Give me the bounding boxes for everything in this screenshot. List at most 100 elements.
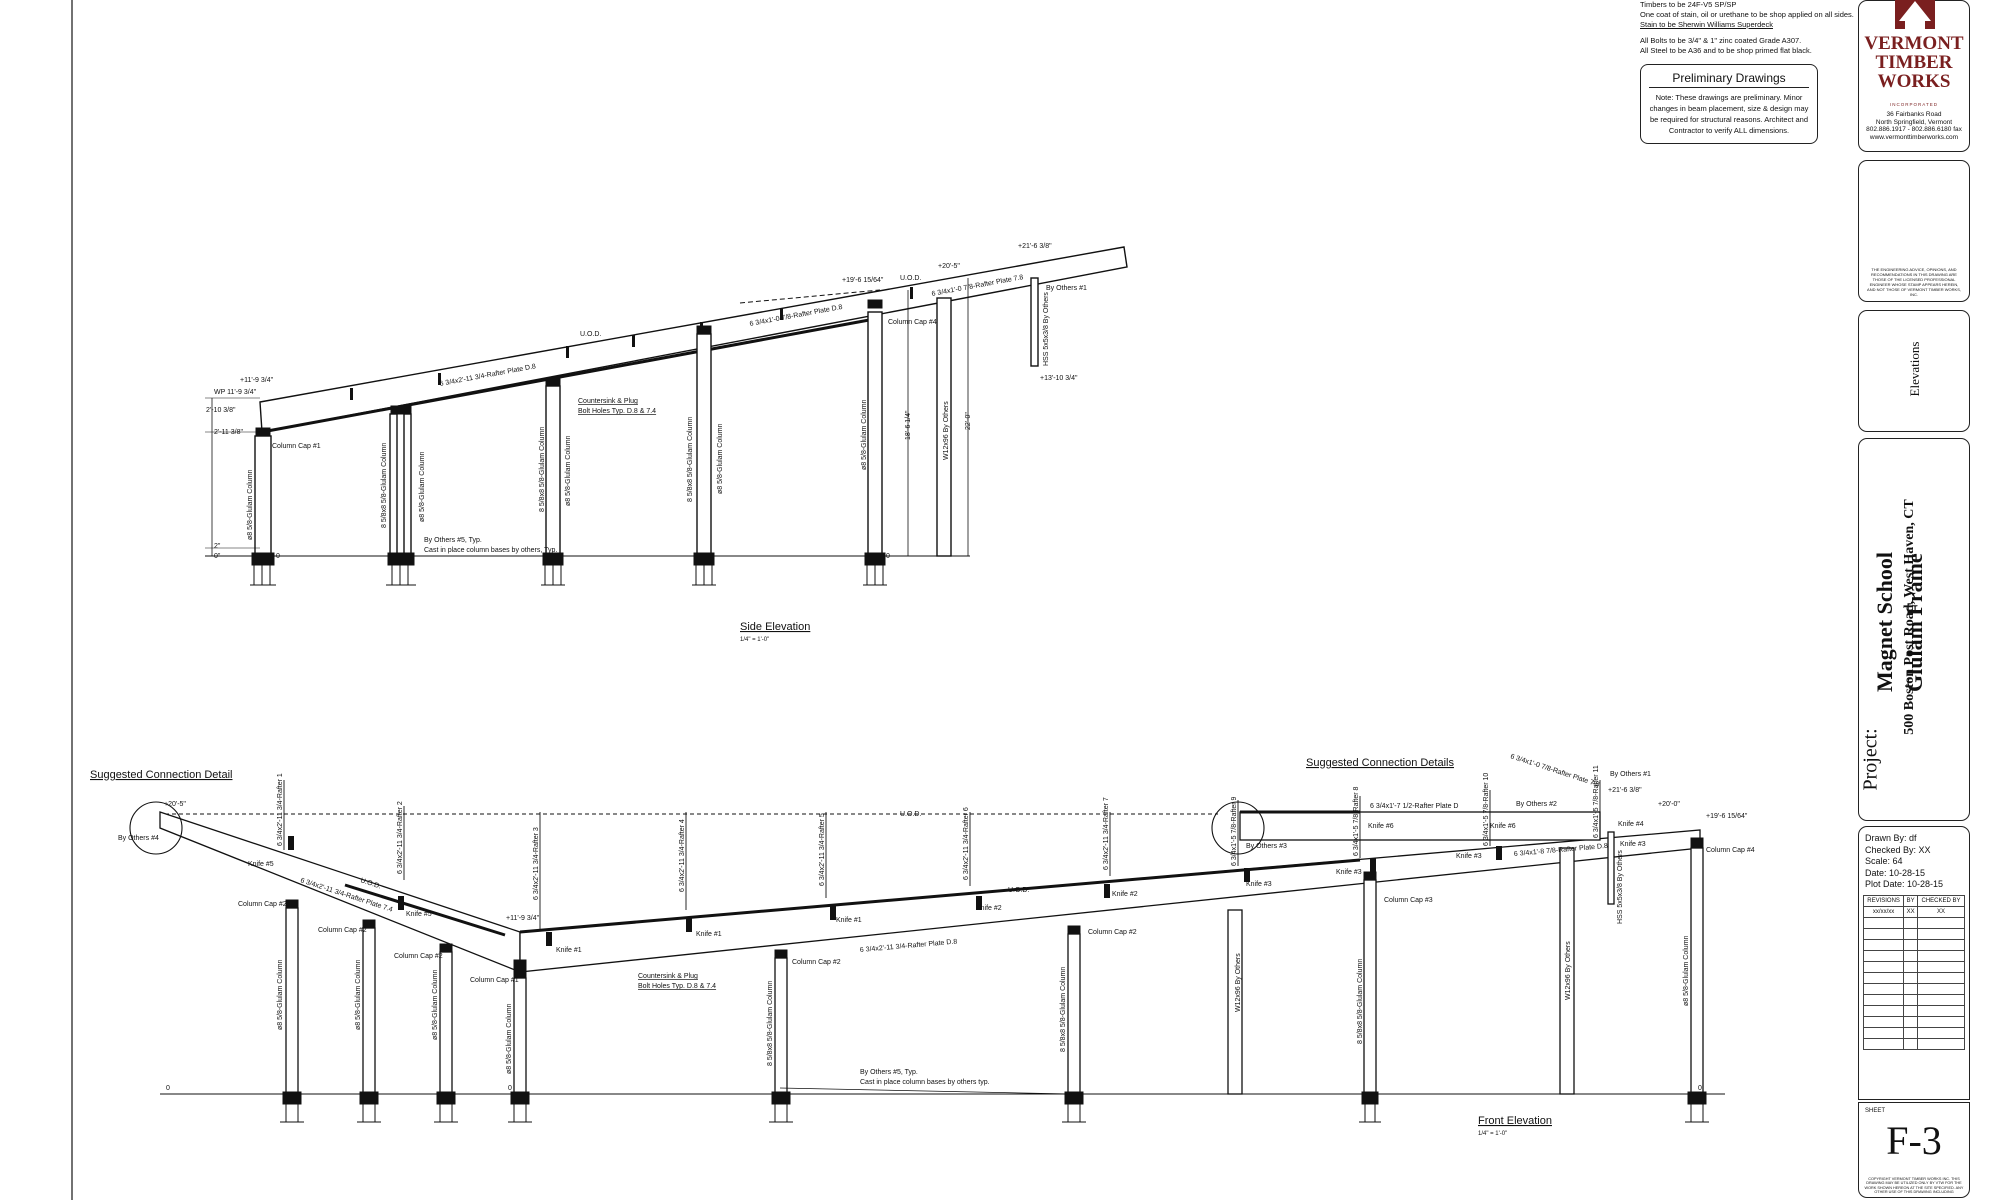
front-label-knife4: Knife #4 [1618,821,1644,828]
side-label-byothers1: By Others #1 [1046,285,1087,292]
note-line-5: All Steel to be A36 and to be shop prime… [1640,46,1812,55]
front-bolt-dots [288,836,1502,946]
front-label-col-5: 8 5/8x8 5/8-Glulam Column [767,981,774,1066]
copyright-note: COPYRIGHT VERMONT TIMBER WORKS INC. THIS… [1864,1176,1964,1195]
front-label-cap1: Column Cap #1 [470,977,519,984]
side-label-v1: 18'-6 1/4" [905,410,912,440]
title-block-sheet: SHEET F-3 COPYRIGHT VERMONT TIMBER WORKS… [1858,1102,1970,1198]
side-label-col2a: 8 5/8x8 5/8-Glulam Column [381,443,388,528]
front-label-w12-a: W12x96 By Others [1235,953,1242,1012]
company-logo-icon [1895,0,1935,29]
front-label-knife3d: Knife #3 [1620,841,1646,848]
title-block-stamp: THE ENGINEERING ADVICE, OPINIONS, AND RE… [1858,160,1970,302]
preliminary-note: Note: These drawings are preliminary. Mi… [1649,93,1809,135]
side-column-3 [545,385,561,557]
side-label-col1: ø8 5/8-Glulam Column [247,469,254,540]
side-column-hss [1030,277,1039,367]
side-column-4 [696,333,712,557]
front-label-r11: 6 3/4x1'-5 7/8-Rafter 11 [1593,765,1600,838]
front-label-byothers1: By Others #1 [1610,771,1651,778]
side-rafter-beam [259,246,1128,433]
side-column-2b [403,413,412,557]
side-label-col5: ø8 5/8-Glulam Column [861,399,868,470]
side-cap-5 [867,299,883,309]
side-column-1 [254,435,272,557]
front-label-el-21: +21'-6 3/8" [1608,787,1642,794]
side-label-zero-1: 0 [276,553,280,560]
front-dim-byothers5 [779,1087,1073,1095]
front-label-r9: 6 3/4x1'-5 7/8-Rafter 9 [1231,796,1238,866]
front-label-col-1: ø8 5/8-Glulam Column [277,959,284,1030]
front-elevation-title: Front Elevation [1478,1115,1552,1127]
preliminary-drawings-box: Preliminary Drawings Note: These drawing… [1640,64,1818,144]
project-name-line1: Magnet School [1872,552,1897,692]
side-label-el-19: +19'-6 15/64" [842,277,884,284]
title-block-sheet-name: Elevations [1858,310,1970,432]
side-label-uod-1: U.O.D. [900,275,921,282]
front-label-knife3a: Knife #3 [1246,881,1272,888]
front-detail-cloud-right [1211,801,1265,855]
side-label-hss: HSS 5x5x3/8 By Others [1043,292,1050,366]
front-label-knife6b: Knife #6 [1490,823,1516,830]
front-upper-plate [1239,811,1601,841]
side-label-dim-d: 2" [214,543,221,550]
front-label-counter2: Bolt Holes Typ. D.8 & 7.4 [638,983,716,990]
front-label-cap2a: Column Cap #2 [238,901,287,908]
front-bases [280,1091,1709,1123]
plot-date: Plot Date: 10-28-15 [1865,879,1944,889]
front-label-zero-2: 0 [508,1085,512,1092]
side-label-cap1: Column Cap #1 [272,443,321,450]
side-label-counter2: Bolt Holes Typ. D.8 & 7.4 [578,408,656,415]
front-label-zero-3: 0 [1698,1085,1702,1092]
side-rafter-bottom [261,316,881,434]
front-label-cap3: Column Cap #3 [1384,897,1433,904]
side-label-col4a: 8 5/8x8 5/8-Glulam Column [687,417,694,502]
front-label-cap4: Column Cap #4 [1706,847,1755,854]
front-elevation-scale: 1/4" = 1'-0" [1478,1131,1507,1137]
side-bases [250,552,887,586]
front-caps [285,837,1704,979]
stamp-disclaimer: THE ENGINEERING ADVICE, OPINIONS, AND RE… [1867,267,1961,297]
drawn-by: Drawn By: df [1865,833,1917,843]
note-line-2: One coat of stain, oil or urethane to be… [1640,10,1854,19]
front-label-cap2c: Column Cap #2 [394,953,443,960]
side-label-el-11: +11'-9 3/4" [240,377,274,384]
front-label-plateD8: 6 3/4x2'-11 3/4-Rafter Plate D.8 [860,938,958,953]
side-label-w12: W12x96 By Others [943,401,950,460]
side-label-col2b: ø8 5/8-Glulam Column [419,451,426,522]
front-label-knife5a: Knife #5 [248,861,274,868]
side-label-col3a: 8 5/8x8 5/8-Glulam Column [539,427,546,512]
front-label-byothers4: By Others #4 [118,835,159,842]
side-label-el-top: +21'-6 3/8" [1018,243,1052,250]
preliminary-title: Preliminary Drawings [1649,71,1809,88]
front-label-r1: 6 3/4x2'-11 3/4-Rafter 1 [277,773,284,846]
front-elevation [129,780,1725,1123]
company-incorporated: INCORPORATED [1890,102,1938,107]
project-address: 500 Boston Post Road, West Haven, CT [1902,499,1917,735]
company-address: 36 Fairbanks Road North Springfield, Ver… [1866,111,1962,141]
side-column-5 [867,311,883,557]
side-cap-3 [545,377,561,387]
side-cap-4 [696,325,712,335]
sheet-label: SHEET [1865,1108,1886,1114]
front-label-r7: 6 3/4x2'-11 3/4-Rafter 7 [1103,797,1110,870]
side-elevation-title: Side Elevation [740,621,810,633]
side-label-el-wp: WP 11'-9 3/4" [214,389,257,396]
front-label-plateD: 6 3/4x1'-7 1/2-Rafter Plate D [1370,803,1459,810]
front-scd-left: Suggested Connection Detail [90,769,232,781]
front-label-r3: 6 3/4x2'-11 3/4-Rafter 3 [533,827,540,900]
front-label-col-3: ø8 5/8-Glulam Column [432,969,439,1040]
side-cap-2 [390,405,412,415]
side-label-cap4: Column Cap #4 [888,319,937,326]
front-label-byothers3a: By Others #3 [1246,843,1287,850]
sheet-name: Elevations [1907,341,1922,397]
note-line-3: Stain to be Sherwin Williams Superdeck [1640,20,1773,29]
sheet-number: F-3 [1886,1118,1942,1163]
side-column-2a [389,413,398,557]
front-label-cap2e: Column Cap #2 [1088,929,1137,936]
side-labels: +21'-6 3/8" +20'-5" +19'-6 15/64" U.O.D.… [206,243,1087,643]
side-label-col3b: ø8 5/8-Glulam Column [565,435,572,506]
front-label-r6: 6 3/4x2'-11 3/4-Rafter 6 [963,807,970,880]
front-label-el-20l: +20'-5" [164,801,186,808]
